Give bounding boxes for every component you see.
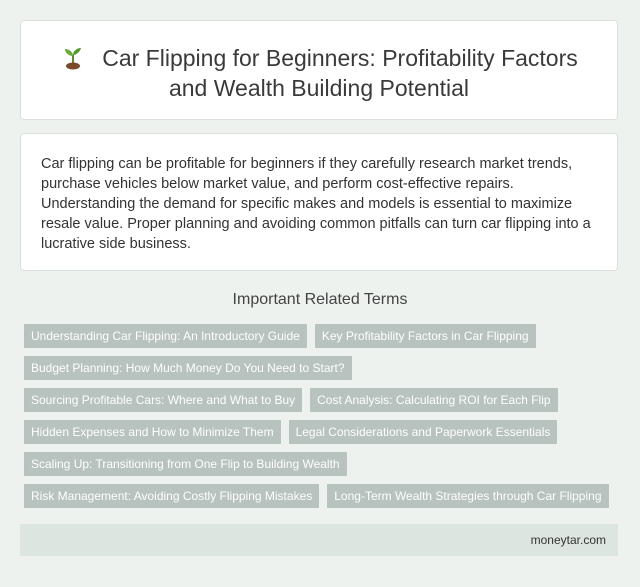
intro-card: Car flipping can be profitable for begin… bbox=[20, 133, 618, 271]
seedling-icon bbox=[60, 44, 86, 70]
related-terms-heading: Important Related Terms bbox=[232, 291, 408, 308]
term-tag[interactable]: Sourcing Profitable Cars: Where and What… bbox=[24, 388, 303, 412]
term-tag[interactable]: Scaling Up: Transitioning from One Flip … bbox=[24, 452, 347, 476]
page-title-row: Car Flipping for Beginners: Profitabilit… bbox=[21, 43, 617, 103]
term-tag[interactable]: Long-Term Wealth Strategies through Car … bbox=[327, 484, 609, 508]
term-tag[interactable]: Budget Planning: How Much Money Do You N… bbox=[24, 356, 352, 380]
term-tag[interactable]: Cost Analysis: Calculating ROI for Each … bbox=[310, 388, 558, 412]
footer-site-link[interactable]: moneytar.com bbox=[530, 533, 606, 547]
term-tag[interactable]: Legal Considerations and Paperwork Essen… bbox=[288, 420, 558, 444]
term-tag[interactable]: Key Profitability Factors in Car Flippin… bbox=[314, 324, 536, 348]
term-tag[interactable]: Hidden Expenses and How to Minimize Them bbox=[24, 420, 281, 444]
intro-paragraph: Car flipping can be profitable for begin… bbox=[41, 156, 591, 252]
term-tag[interactable]: Understanding Car Flipping: An Introduct… bbox=[24, 324, 307, 348]
term-tag[interactable]: Risk Management: Avoiding Costly Flippin… bbox=[24, 484, 320, 508]
footer: moneytar.com bbox=[20, 524, 618, 556]
title-card: Car Flipping for Beginners: Profitabilit… bbox=[20, 20, 618, 120]
page-title: Car Flipping for Beginners: Profitabilit… bbox=[102, 45, 578, 101]
related-terms-list: Understanding Car Flipping: An Introduct… bbox=[24, 324, 624, 508]
